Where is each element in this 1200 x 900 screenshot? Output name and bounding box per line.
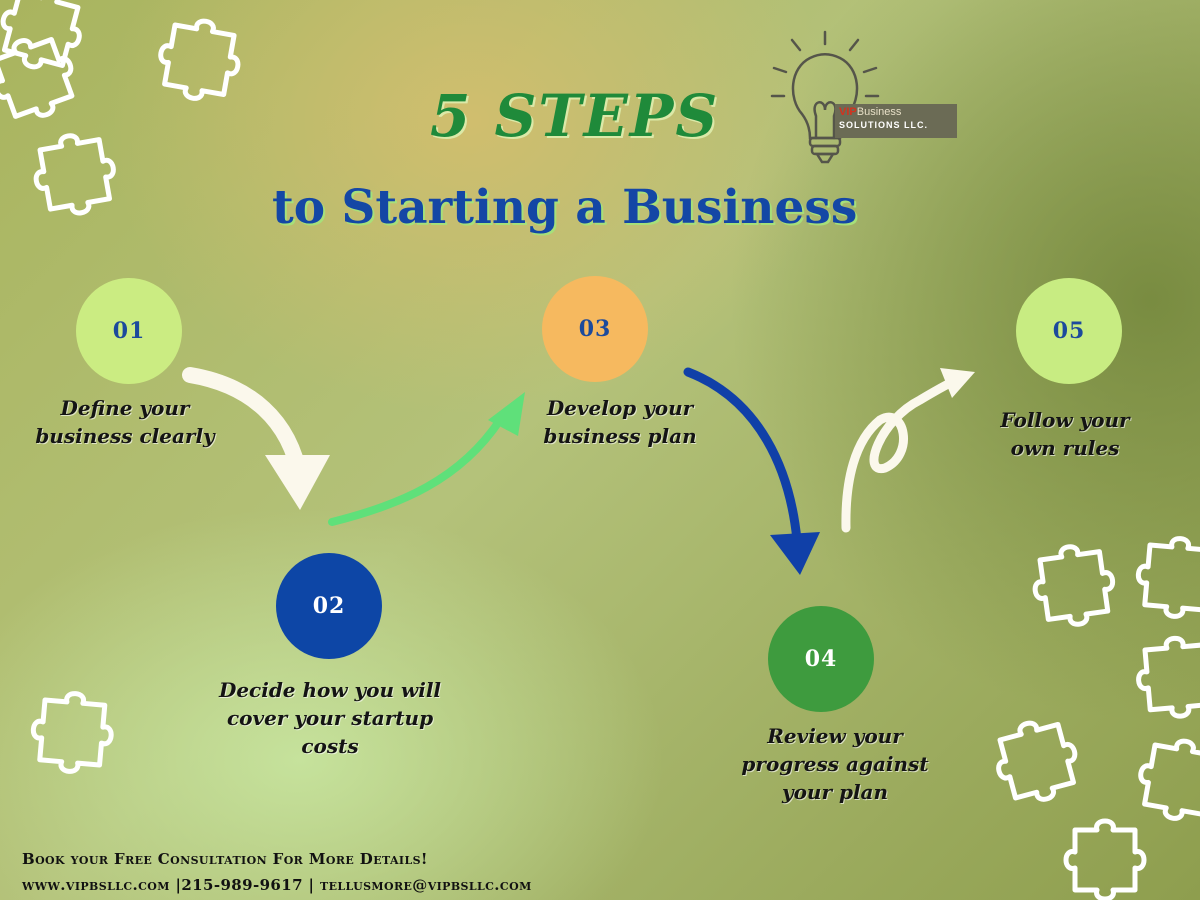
step-05-circle: 05 [1016,278,1122,384]
step-04-line: your plan [781,780,889,804]
title-main: 5 STEPS [430,82,720,150]
lightbulb-icon [770,30,880,164]
footer-contact: Book your Free Consultation For More Det… [22,846,532,898]
step-04-line: Review your [767,724,903,748]
step-04-line: progress against [741,752,929,776]
title-sub: to Starting a Business [272,180,858,235]
step-02-line: Decide how you will [218,678,442,702]
logo-name-vip: VIP [839,106,857,118]
footer-cta: Book your Free Consultation For More Det… [22,850,428,868]
step-03-circle: 03 [542,276,648,382]
arrow-04-to-05 [841,368,975,533]
arrow-02-to-03 [328,392,525,526]
step-03-text: Develop your business plan [530,394,710,450]
step-01-line: Define your [60,396,190,420]
step-01-line: business clearly [35,424,215,448]
step-02-line: costs [301,734,359,758]
step-01-circle: 01 [76,278,182,384]
step-04-circle: 04 [768,606,874,712]
logo-name: VIPBusiness [839,106,953,119]
step-05-line: Follow your [1000,408,1130,432]
arrow-03-to-04 [683,367,820,575]
step-03-line: business plan [543,424,697,448]
step-02-line: cover your startup [226,706,434,730]
step-05-text: Follow your own rules [980,406,1150,462]
logo-name-business: Business [856,106,902,118]
step-04-text: Review your progress against your plan [730,722,940,806]
step-02-circle: 02 [276,553,382,659]
step-02-text: Decide how you will cover your startup c… [205,676,455,760]
arrow-01-to-02 [182,367,330,510]
logo-tagline: SOLUTIONS LLC. [839,120,928,130]
footer-contact-details: www.vipbsllc.com |215-989-9617 | tellusm… [22,876,532,894]
step-03-line: Develop your [546,396,694,420]
step-05-line: own rules [1010,436,1120,460]
company-logo: VIPBusiness SOLUTIONS LLC. [835,104,957,138]
step-01-text: Define your business clearly [20,394,230,450]
